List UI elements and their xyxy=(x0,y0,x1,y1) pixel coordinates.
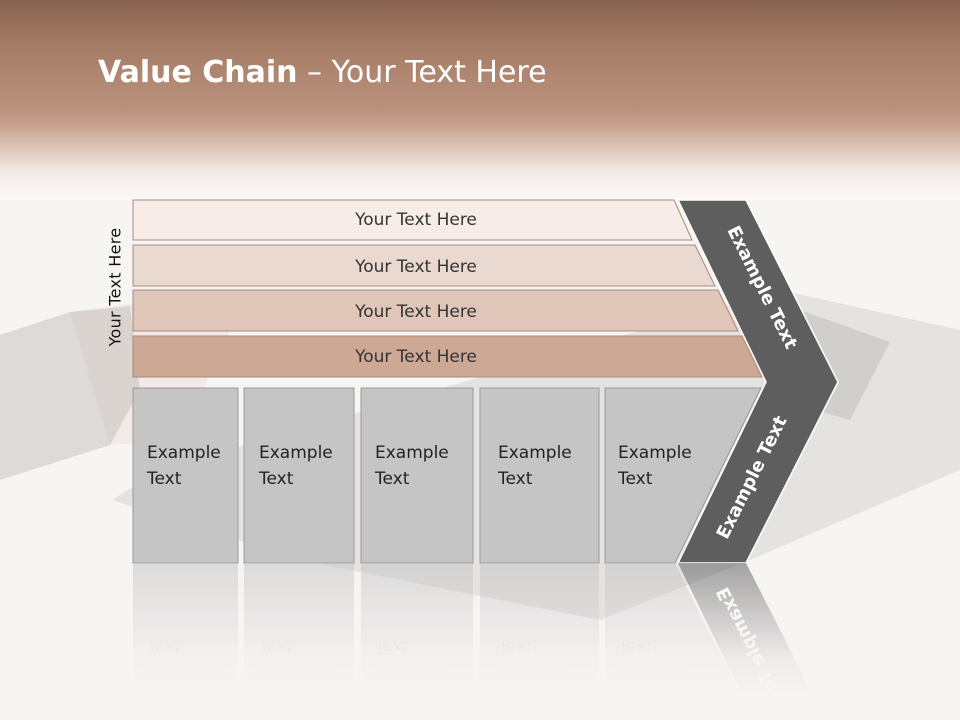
reflection-box-line1: Example xyxy=(375,663,449,683)
primary-box-line1: Example xyxy=(498,443,572,463)
reflection-box-line1: Example xyxy=(618,663,692,683)
primary-box: Example Text xyxy=(604,387,762,564)
support-row-shape xyxy=(132,335,763,378)
reflection-box-line1: Example xyxy=(147,663,221,683)
reflection-box-line2: Text xyxy=(258,637,294,657)
slide-title: Value Chain – Your Text Here xyxy=(98,55,547,90)
svg-text:Text: Text xyxy=(497,637,533,657)
support-row-shape xyxy=(132,244,716,287)
svg-text:Example: Example xyxy=(375,443,449,463)
primary-box: Example Text xyxy=(132,387,239,564)
svg-text:Text: Text xyxy=(146,637,182,657)
primary-box-line2: Text xyxy=(258,469,294,489)
support-row: Your Text Here xyxy=(132,289,739,332)
diagram-reflection: Example Text Example Text Example Text E… xyxy=(133,563,826,720)
primary-box-line2: Text xyxy=(617,469,653,489)
reflection-chevron xyxy=(678,563,826,720)
svg-text:Text: Text xyxy=(497,469,533,489)
support-row: Your Text Here xyxy=(132,244,716,287)
svg-text:Example: Example xyxy=(147,663,221,683)
support-row-label: Your Text Here xyxy=(354,302,477,322)
svg-text:Example: Example xyxy=(147,443,221,463)
svg-text:Example: Example xyxy=(375,663,449,683)
svg-text:Example: Example xyxy=(259,663,333,683)
support-row-label: Your Text Here xyxy=(354,257,477,277)
svg-text:Text: Text xyxy=(374,637,410,657)
svg-text:Example: Example xyxy=(498,443,572,463)
primary-box-line2: Text xyxy=(146,469,182,489)
support-row-shape xyxy=(132,289,739,332)
svg-text:Text: Text xyxy=(258,637,294,657)
support-row-label: Your Text Here xyxy=(354,210,477,230)
reflection-box-line2: Text xyxy=(617,637,653,657)
reflection-box-line2: Text xyxy=(146,637,182,657)
reflection-box-line1: Example xyxy=(498,663,572,683)
svg-text:Text: Text xyxy=(374,469,410,489)
primary-box-shape xyxy=(479,387,600,564)
svg-text:Text: Text xyxy=(146,469,182,489)
reflection-box xyxy=(605,563,753,720)
svg-text:Text: Text xyxy=(617,469,653,489)
support-row-shape xyxy=(132,199,693,241)
primary-box: Example Text xyxy=(479,387,600,564)
svg-text:Example: Example xyxy=(618,663,692,683)
svg-text:Text: Text xyxy=(258,469,294,489)
reflection-box xyxy=(361,563,473,720)
support-row: Your Text Here xyxy=(132,199,693,241)
primary-box: Example Text xyxy=(243,387,355,564)
primary-box-line1: Example xyxy=(618,443,692,463)
reflection-box xyxy=(480,563,599,720)
primary-box-line1: Example xyxy=(147,443,221,463)
support-row-label: Your Text Here xyxy=(354,347,477,367)
reflection-box xyxy=(133,563,238,720)
reflection-box-line2: Text xyxy=(374,637,410,657)
svg-text:Example: Example xyxy=(259,443,333,463)
primary-box-line1: Example xyxy=(375,443,449,463)
title-rest: – Your Text Here xyxy=(297,55,547,90)
title-bold: Value Chain xyxy=(98,55,298,90)
svg-text:Text: Text xyxy=(617,637,653,657)
primary-box-line2: Text xyxy=(374,469,410,489)
primary-box-line2: Text xyxy=(497,469,533,489)
reflection-box xyxy=(244,563,354,720)
svg-text:Example: Example xyxy=(498,663,572,683)
support-row: Your Text Here xyxy=(132,335,763,378)
reflection-box-line1: Example xyxy=(259,663,333,683)
svg-text:Example: Example xyxy=(618,443,692,463)
primary-box: Example Text xyxy=(360,387,474,564)
primary-box-line1: Example xyxy=(259,443,333,463)
primary-box-shape xyxy=(243,387,355,564)
reflection-box-line2: Text xyxy=(497,637,533,657)
title-banner xyxy=(0,0,960,200)
